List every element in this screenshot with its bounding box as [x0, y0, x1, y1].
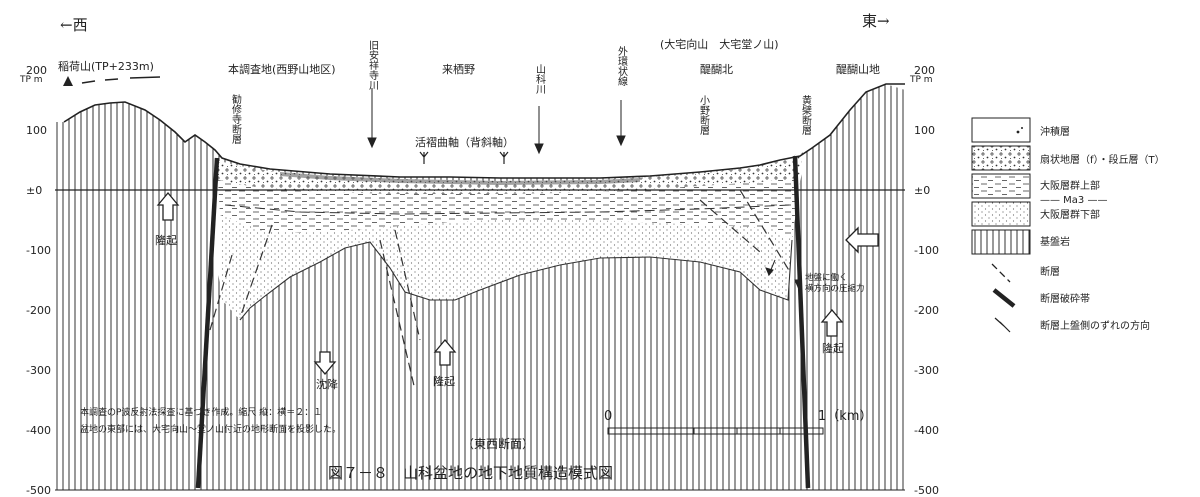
legend-swatch-fan	[971, 145, 1031, 171]
uplift-arrow-icon	[433, 338, 457, 366]
uplift-arrow-icon	[820, 308, 844, 337]
figure-caption: 図７－８ 山科盆地の地下地質構造模式図	[328, 464, 613, 482]
anticline-symbol-icon	[419, 151, 509, 164]
uplift-arrow-icon	[156, 191, 180, 221]
basin-bottom-line	[239, 239, 793, 321]
legend-swatch-alluvium	[971, 117, 1031, 143]
label-kusuno: 来栖野	[442, 62, 475, 76]
pointer-arrows	[367, 88, 626, 155]
scale-bar	[607, 427, 824, 435]
faults	[209, 189, 791, 391]
axis-tick-label: 200	[914, 64, 935, 77]
note-line-1: 本調査のP波反射法探査に基づき作成。縮尺 縦：横＝２：１	[80, 406, 322, 418]
axis-tick-label: 100	[914, 124, 935, 137]
legend-label-basement: 基盤岩	[1040, 235, 1070, 248]
axis-ticks-left: 200 100 ±0 -100 -200 -300 -400 -500	[26, 64, 51, 497]
label-compression-line2: 横方向の圧縮力	[805, 283, 865, 294]
axis-tick-label: -100	[914, 244, 939, 257]
alluvium-layer	[280, 172, 640, 185]
axis-tick-label: -200	[914, 304, 939, 317]
label-ono-fault: 小野断層	[698, 95, 710, 135]
label-uplift-right: 隆起	[822, 341, 844, 355]
axis-tick-label: -400	[26, 424, 51, 437]
legend-label-fault: 断層	[1040, 265, 1060, 278]
axis-tick-label: -500	[914, 484, 939, 497]
ma3-marker-line	[224, 204, 791, 215]
axis-tick-label: 100	[26, 124, 47, 137]
legend-label-hanging: 断層上盤側のずれの方向	[1040, 319, 1150, 332]
sky-mask	[55, 60, 905, 178]
fault-line	[739, 189, 791, 273]
legend-label-alluvium: 沖積層	[1040, 125, 1070, 138]
legend-swatch-upper	[971, 173, 1031, 199]
axis-tick-label: -300	[914, 364, 939, 377]
scale-zero-label: 0	[604, 409, 612, 424]
legend-label-upper: 大阪層群上部	[1040, 179, 1100, 192]
axis-unit-right: TP m	[909, 75, 933, 85]
fault-line	[239, 224, 273, 319]
legend-swatch-hanging	[994, 317, 1011, 333]
label-kanshuji-fault: 勧修寺断層	[230, 93, 242, 144]
subsidence-arrow-icon	[313, 351, 337, 376]
label-obaku-fault: 黄檗断層	[800, 94, 812, 135]
label-active-fold: 活褶曲軸（背斜軸）	[415, 135, 514, 149]
fault-line	[394, 229, 421, 341]
east-label: 東→	[862, 12, 890, 30]
legend-swatch-basement	[971, 229, 1031, 255]
legend: 沖積層 扇状地層（f）・段丘層（T） 大阪層群上部 —— Ma3 —— 大阪層群…	[971, 117, 1165, 333]
axis-tick-label: -200	[26, 304, 51, 317]
fracture-zone-east	[792, 155, 811, 489]
label-uplift-center: 隆起	[433, 374, 455, 388]
axis-tick-label: ±0	[26, 184, 42, 197]
label-survey-area: 本調査地(西野山地区)	[228, 62, 336, 76]
legend-swatch-fracture	[992, 288, 1016, 308]
fracture-zone-west	[195, 157, 220, 489]
label-gaikan-line: 外環状線	[616, 46, 628, 86]
legend-label-fan: 扇状地層（f）・段丘層（T）	[1040, 153, 1165, 166]
label-subsidence: 沈降	[316, 377, 338, 391]
axis-tick-label: -500	[26, 484, 51, 497]
fan-terrace-layer	[218, 150, 803, 194]
fault-line	[379, 239, 416, 391]
section-label: （東西断面）	[462, 436, 534, 451]
axis-tick-label: -300	[26, 364, 51, 377]
legend-swatch-lower	[971, 201, 1031, 227]
label-parenthetical: (大宅向山 大宅堂ノ山)	[660, 37, 779, 51]
label-kyu-anshoji-river: 旧安祥寺川	[367, 40, 379, 90]
hanging-wall-arrows	[765, 259, 802, 289]
legend-label-lower: 大阪層群下部	[1040, 208, 1100, 221]
axis-tick-label: ±0	[914, 184, 930, 197]
legend-label-fracture: 断層破砕帯	[1040, 292, 1090, 305]
axis-ticks-right: 200 100 ±0 -100 -200 -300 -400 -500	[914, 64, 939, 497]
terrain-profile-line	[63, 83, 905, 179]
label-daigo-kita: 醍醐北	[700, 63, 733, 76]
axis-tick-label: -100	[26, 244, 51, 257]
legend-label-ma3: —— Ma3 ——	[1040, 195, 1107, 206]
legend-swatch-fault	[991, 263, 1011, 283]
label-uplift-left: 隆起	[155, 233, 177, 247]
label-inariyama: 稲荷山(TP+233m)	[58, 60, 154, 73]
summit-marker-icon	[63, 76, 73, 86]
label-yamashina-river: 山科川	[534, 64, 546, 94]
scale-one-label: 1（km）	[818, 409, 872, 424]
axis-tick-label: 200	[26, 64, 47, 77]
osaka-lower-layer	[220, 215, 792, 320]
compression-arrow-icon	[845, 226, 879, 254]
cross-section	[55, 60, 905, 490]
note-line-2: 盆地の東部には、大宅向山～堂ノ山付近の地形断面を投影した。	[80, 423, 341, 435]
label-daigo-mountains: 醍醐山地	[836, 63, 880, 76]
label-compression-line1: 地盤に働く	[805, 272, 848, 283]
axis-tick-label: -400	[914, 424, 939, 437]
osaka-upper-layer	[218, 178, 800, 240]
axis-unit-left: TP m	[19, 75, 43, 85]
summit-dash-line	[81, 76, 161, 84]
west-label: ←西	[60, 16, 88, 34]
